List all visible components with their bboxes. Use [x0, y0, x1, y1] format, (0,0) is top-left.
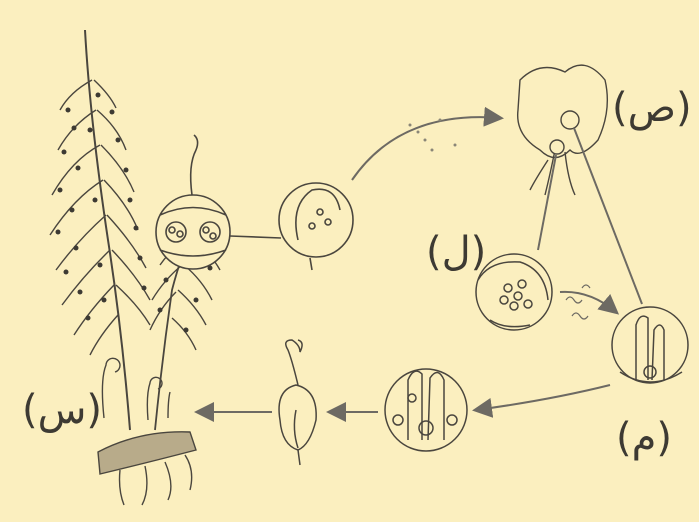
embryo-circle — [385, 369, 467, 451]
young-sporophyte-illustration — [279, 340, 316, 465]
sorus-section-circle — [156, 135, 230, 269]
prothallus-illustration — [518, 65, 608, 195]
prothallus-to-antheridium-line — [538, 155, 556, 250]
arrow-sperm-to-archegonium — [560, 292, 616, 312]
label-antheridium: (ل) — [426, 232, 486, 272]
antheridium-circle — [476, 254, 552, 330]
prothallus-to-archegonium-line — [574, 128, 642, 304]
arrow-archegonium-to-zygote — [476, 385, 610, 410]
sperm-marks — [566, 285, 590, 319]
arrow-spores-to-prothallus — [352, 117, 500, 180]
label-archegonium: (م) — [616, 418, 672, 458]
sporangium-circle — [279, 183, 353, 270]
label-prothallus: (ص) — [612, 88, 692, 128]
archegonium-circle — [612, 307, 688, 383]
connector-line — [230, 236, 281, 238]
label-sporophyte: (س) — [22, 390, 102, 430]
